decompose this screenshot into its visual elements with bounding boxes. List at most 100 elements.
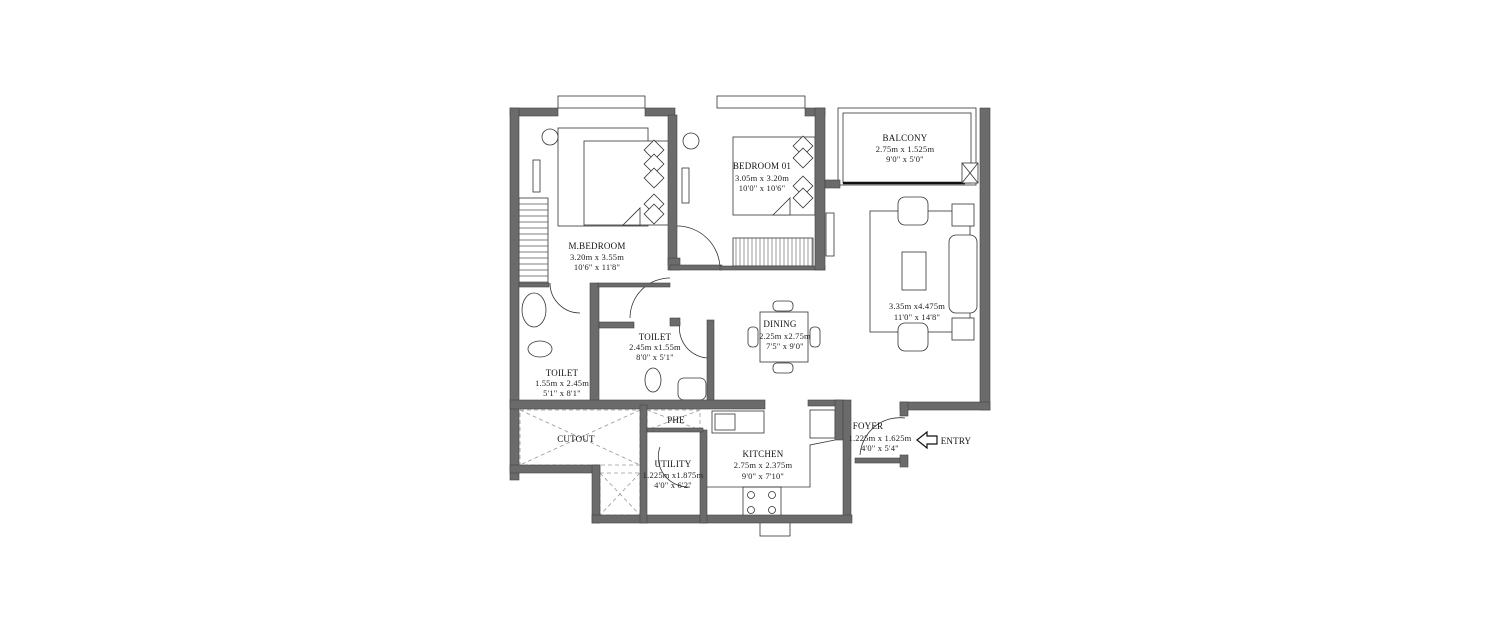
wall bbox=[591, 514, 853, 524]
chair bbox=[747, 326, 759, 348]
pillow bbox=[643, 139, 665, 161]
pillow bbox=[643, 203, 665, 225]
dining-label: DINING bbox=[763, 319, 796, 329]
pillow bbox=[792, 147, 814, 169]
window bbox=[557, 95, 646, 109]
foyer-metric: 1.225m x 1.625m bbox=[849, 433, 912, 443]
burner-icon bbox=[768, 491, 776, 499]
entry-label: ENTRY bbox=[941, 436, 972, 446]
utility-label: UTILITY bbox=[655, 459, 692, 469]
kitchen-imperial: 9'0" x 7'10" bbox=[742, 471, 784, 481]
cutout-label: CUTOUT bbox=[557, 434, 595, 444]
side-table bbox=[951, 317, 975, 341]
door-swing bbox=[549, 282, 581, 314]
counter-edge bbox=[707, 439, 836, 488]
phe-cross bbox=[646, 409, 701, 431]
wall bbox=[669, 264, 723, 271]
utility-imperial: 4'0" x 6'2" bbox=[654, 480, 692, 490]
foyer-label: FOYER bbox=[853, 421, 884, 431]
toilet-common-label: TOILET bbox=[639, 332, 672, 342]
foyer-imperial: 4'0" x 5'4" bbox=[861, 443, 899, 453]
pillow bbox=[643, 167, 665, 189]
wall bbox=[669, 317, 681, 327]
sofa bbox=[948, 234, 978, 314]
wall bbox=[834, 399, 844, 441]
toilet-master-imperial: 5'1" x 8'1" bbox=[543, 388, 581, 398]
toilet-common-metric: 2.45m x1.55m bbox=[629, 342, 681, 352]
pillows bbox=[643, 135, 814, 225]
wall bbox=[646, 427, 704, 433]
lamp-icon bbox=[541, 128, 559, 146]
bedroom01-metric: 3.05m x 3.20m bbox=[735, 173, 789, 183]
arrow-left-icon bbox=[916, 430, 938, 450]
burner-icon bbox=[747, 491, 755, 499]
wall bbox=[814, 107, 826, 271]
bed-fold bbox=[622, 207, 641, 226]
wall bbox=[899, 401, 991, 411]
kitchen-metric: 2.75m x 2.375m bbox=[734, 460, 793, 470]
dining-metric: 2.25m x2.75m bbox=[759, 331, 811, 341]
pillow bbox=[792, 187, 814, 209]
wc bbox=[644, 367, 662, 393]
ac-unit bbox=[825, 212, 835, 257]
phe-label: PHE bbox=[667, 415, 685, 425]
master-bedroom-label: M.BEDROOM bbox=[568, 241, 625, 251]
washbasin bbox=[677, 377, 707, 401]
door-swing bbox=[657, 446, 691, 488]
wall bbox=[667, 114, 678, 266]
stairs-hatch bbox=[518, 197, 549, 284]
coffee-table bbox=[901, 251, 927, 291]
wall bbox=[509, 399, 766, 410]
balcony-label: BALCONY bbox=[883, 133, 928, 143]
wall bbox=[589, 282, 600, 409]
wardrobe bbox=[732, 237, 814, 267]
living-imperial: 11'0" x 14'8" bbox=[894, 312, 940, 322]
armchair bbox=[897, 196, 929, 226]
side-table bbox=[951, 203, 975, 227]
chair bbox=[772, 300, 794, 312]
fridge bbox=[809, 409, 836, 439]
door-swing bbox=[629, 277, 671, 319]
balcony-metric: 2.75m x 1.525m bbox=[876, 144, 935, 154]
wall bbox=[899, 454, 909, 468]
wall bbox=[518, 282, 550, 288]
wall bbox=[644, 107, 676, 117]
wall bbox=[854, 457, 908, 464]
wall bbox=[842, 399, 852, 523]
master-bedroom-imperial: 10'6" x 11'8" bbox=[574, 262, 620, 272]
utility-metric: 1.225m x1.875m bbox=[643, 470, 704, 480]
wardrobe-outline bbox=[732, 237, 814, 267]
wall bbox=[639, 404, 648, 524]
burner-icon bbox=[768, 506, 776, 514]
ac-unit bbox=[532, 159, 541, 193]
lamp-icon bbox=[682, 132, 700, 150]
wall bbox=[699, 429, 708, 524]
balcony-outline bbox=[837, 107, 977, 186]
toilet-common-imperial: 8'0" x 5'1" bbox=[636, 352, 674, 362]
wall bbox=[509, 464, 601, 474]
armchair bbox=[897, 322, 929, 352]
pillow bbox=[792, 135, 814, 157]
bedroom01-imperial: 10'0" x 10'6" bbox=[739, 183, 786, 193]
toilet-master-label: TOILET bbox=[546, 368, 579, 378]
door-swing bbox=[679, 321, 711, 359]
chair bbox=[809, 326, 821, 348]
wall bbox=[597, 282, 671, 288]
walls bbox=[509, 107, 991, 524]
sink-bowl bbox=[714, 413, 736, 431]
cutout-cross bbox=[599, 472, 641, 516]
wall bbox=[598, 321, 635, 329]
wc bbox=[527, 340, 553, 358]
chair bbox=[772, 362, 794, 374]
wall bbox=[591, 464, 601, 524]
wall bbox=[719, 265, 826, 271]
ac-unit bbox=[681, 167, 690, 204]
wall bbox=[979, 107, 991, 411]
wall bbox=[899, 401, 909, 417]
burner-icon bbox=[747, 506, 755, 514]
wall bbox=[706, 319, 715, 407]
bedroom01-label: BEDROOM 01 bbox=[733, 161, 791, 171]
cutout-cross bbox=[519, 409, 641, 466]
furniture bbox=[518, 95, 979, 537]
window bbox=[716, 95, 806, 109]
